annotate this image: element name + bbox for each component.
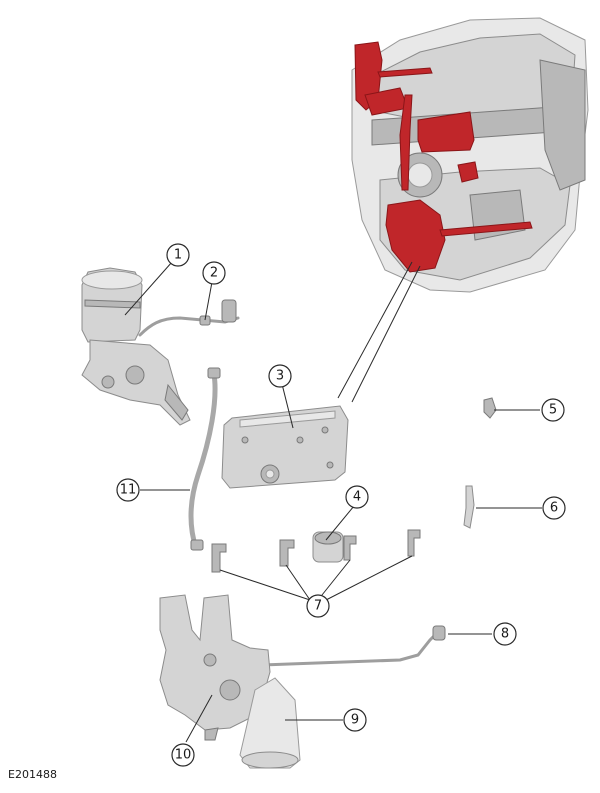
engine-assembly bbox=[351, 17, 589, 293]
callout-10-label: 10 bbox=[175, 748, 192, 763]
oil-valve bbox=[312, 531, 344, 563]
callout-5: 5 bbox=[541, 398, 565, 422]
oil-pressure-sensor bbox=[483, 397, 497, 419]
callout-7: 7 bbox=[306, 594, 330, 618]
callout-11: 11 bbox=[116, 478, 140, 502]
callout-9: 9 bbox=[343, 708, 367, 732]
hose-connectors bbox=[211, 529, 421, 573]
callout-9-label: 9 bbox=[351, 713, 359, 728]
callout-3: 3 bbox=[268, 364, 292, 388]
callout-7-label: 7 bbox=[314, 599, 322, 614]
callout-2-label: 2 bbox=[210, 266, 218, 281]
callout-5-label: 5 bbox=[549, 403, 557, 418]
callout-3-label: 3 bbox=[276, 369, 284, 384]
mounting-bracket bbox=[463, 485, 475, 529]
oil-pump-assembly bbox=[159, 594, 301, 769]
callout-1-label: 1 bbox=[174, 248, 182, 263]
callout-leaders bbox=[124, 261, 542, 743]
oil-feed-pipe bbox=[260, 625, 446, 667]
callout-6: 6 bbox=[542, 496, 566, 520]
oil-cooler bbox=[221, 405, 349, 489]
callout-8: 8 bbox=[493, 622, 517, 646]
callout-8-label: 8 bbox=[501, 627, 509, 642]
oil-return-pipe bbox=[188, 367, 221, 551]
callout-1: 1 bbox=[166, 243, 190, 267]
engine-to-cooler-lines bbox=[337, 261, 421, 403]
callout-11-label: 11 bbox=[120, 483, 137, 498]
callout-6-label: 6 bbox=[550, 501, 558, 516]
callout-10: 10 bbox=[171, 743, 195, 767]
callout-4-label: 4 bbox=[353, 490, 361, 505]
oil-feed-hose bbox=[138, 299, 240, 337]
oil-filter-housing bbox=[81, 267, 191, 426]
callout-4: 4 bbox=[345, 485, 369, 509]
figure-reference: E201488 bbox=[8, 768, 57, 781]
callout-2: 2 bbox=[202, 261, 226, 285]
